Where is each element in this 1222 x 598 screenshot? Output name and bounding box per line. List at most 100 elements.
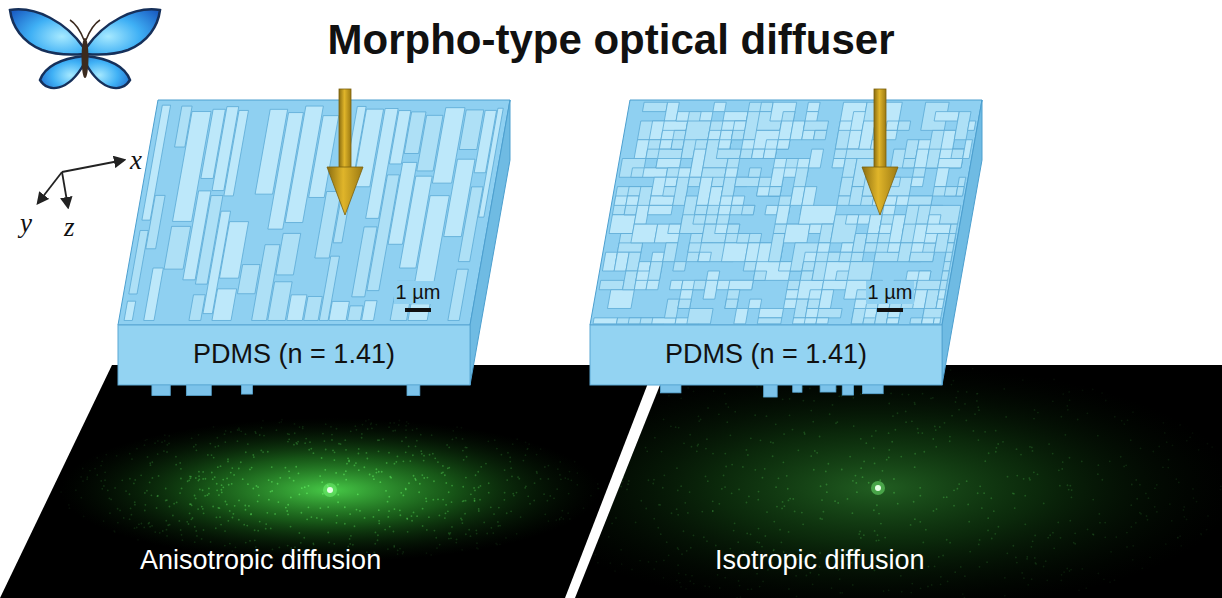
speckle <box>914 403 916 405</box>
speckle <box>912 382 914 384</box>
speckle <box>331 439 333 441</box>
bottom-relief <box>862 385 883 394</box>
speckle <box>227 520 229 522</box>
speckle <box>995 451 997 453</box>
speckle <box>180 468 182 470</box>
speckle <box>720 380 722 382</box>
speckle <box>704 585 706 587</box>
speckle <box>462 438 464 440</box>
speckle <box>795 575 797 577</box>
speckle <box>653 518 655 520</box>
speckle <box>781 367 783 369</box>
speckle <box>635 521 637 523</box>
speckle <box>888 432 890 434</box>
speckle <box>1193 497 1195 499</box>
axis-arrow <box>62 160 124 172</box>
speckle <box>333 543 335 545</box>
speckle <box>287 514 289 516</box>
speckle <box>591 484 593 486</box>
speckle <box>658 392 660 394</box>
speckle <box>804 433 806 435</box>
speckle <box>474 498 476 500</box>
speckle <box>442 499 444 501</box>
arrow-head <box>327 167 363 215</box>
speckle <box>639 560 641 562</box>
speckle <box>388 426 390 428</box>
speckle <box>259 521 261 523</box>
speckle <box>934 426 936 428</box>
speckle <box>250 514 252 516</box>
speckle <box>593 513 595 515</box>
speckle <box>968 521 970 523</box>
incident-light-arrow <box>327 89 363 215</box>
speckle <box>1200 533 1202 535</box>
speckle <box>432 453 434 455</box>
speckle <box>1016 448 1018 450</box>
surface-relief <box>593 102 979 324</box>
speckle <box>304 486 306 488</box>
speckle <box>212 506 214 508</box>
speckle <box>922 541 924 543</box>
speckle <box>567 512 569 514</box>
speckle <box>101 460 103 462</box>
speckle <box>420 450 422 452</box>
speckle <box>397 550 399 552</box>
speckle <box>724 453 726 455</box>
speckle <box>661 451 663 453</box>
relief-ridge <box>783 224 810 243</box>
speckle <box>195 449 197 451</box>
speckle <box>911 420 913 422</box>
speckle <box>378 509 380 511</box>
speckle <box>1109 581 1111 583</box>
speckle <box>238 429 240 431</box>
speckle <box>756 541 758 543</box>
speckle <box>758 491 760 493</box>
speckle <box>290 497 292 499</box>
speckle <box>645 447 647 449</box>
speckle <box>87 476 89 478</box>
speckle <box>1165 543 1167 545</box>
speckle <box>511 476 513 478</box>
speckle <box>856 491 858 493</box>
relief-ridge <box>911 177 924 186</box>
speckle <box>214 446 216 448</box>
speckle <box>149 482 151 484</box>
speckle <box>422 508 424 510</box>
speckle <box>270 491 272 493</box>
speckle <box>462 486 464 488</box>
speckle <box>531 491 533 493</box>
speckle <box>884 537 886 539</box>
speckle <box>637 427 639 429</box>
speckle <box>1004 595 1006 597</box>
speckle <box>826 491 828 493</box>
speckle <box>148 522 150 524</box>
speckle <box>835 422 837 424</box>
speckle <box>564 477 566 479</box>
speckle <box>165 500 167 502</box>
speckle <box>680 586 682 588</box>
speckle <box>310 448 312 450</box>
relief-ridge <box>948 224 958 243</box>
bottom-relief <box>660 385 681 393</box>
speckle <box>159 532 161 534</box>
speckle <box>162 530 164 532</box>
speckle <box>662 487 664 489</box>
speckle <box>983 492 985 494</box>
speckle <box>773 521 775 523</box>
speckle <box>974 413 976 415</box>
speckle <box>294 423 296 425</box>
speckle <box>134 527 136 529</box>
speckle <box>504 492 506 494</box>
relief-ridge <box>926 149 965 168</box>
speckle <box>562 518 564 520</box>
speckle <box>1152 451 1154 453</box>
speckle <box>400 492 402 494</box>
speckle <box>349 538 351 540</box>
relief-ridge <box>124 301 136 320</box>
speckle <box>217 507 219 509</box>
speckle <box>658 504 660 506</box>
speckle <box>676 467 678 469</box>
speckle <box>547 528 549 530</box>
speckle <box>654 437 656 439</box>
speckle <box>412 429 414 431</box>
